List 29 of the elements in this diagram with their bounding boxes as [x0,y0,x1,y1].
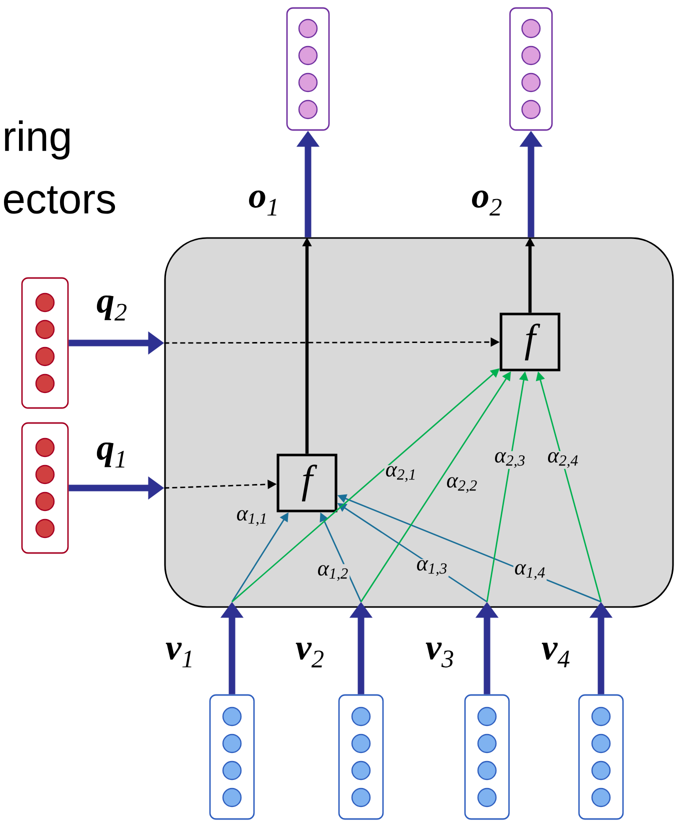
attention-panel [164,237,674,608]
function-box: f [500,312,560,372]
edge-label: α$_{2,1}$ [384,465,418,483]
vector-drawing [21,422,69,554]
function-box: f [276,454,338,512]
vector-drawing [338,694,384,820]
vector-drawing [209,694,255,820]
vector-drawing [286,7,330,131]
edge-label: v$_{1}$ [164,642,196,668]
edge-label: o$_{2}$ [470,189,504,217]
edge-label: v$_{2}$ [294,642,326,668]
edge-label: o$_{1}$ [247,189,281,217]
edge-label: α$_{1,1}$ [235,509,269,527]
edge-label: α$_{2,3}$ [493,451,527,469]
edge-label: α$_{1,2}$ [316,564,350,582]
vector-drawing [509,7,553,131]
vector-drawing [464,694,510,820]
edge-label: α$_{1,4}$ [513,563,547,581]
caption-text: ring [5,120,70,160]
edge-label: α$_{2,4}$ [546,451,580,469]
edge-label: α$_{2,2}$ [445,476,479,494]
edge-label: α$_{1,3}$ [415,559,449,577]
caption-text: ectors [4,186,116,214]
edge-label: v$_{3}$ [424,642,456,668]
edge-label: q$_{2}$ [95,294,129,322]
vector-drawing [578,694,624,820]
edge-label: v$_{4}$ [540,642,572,668]
edge-label: q$_{1}$ [95,442,129,469]
vector-drawing [21,277,69,409]
